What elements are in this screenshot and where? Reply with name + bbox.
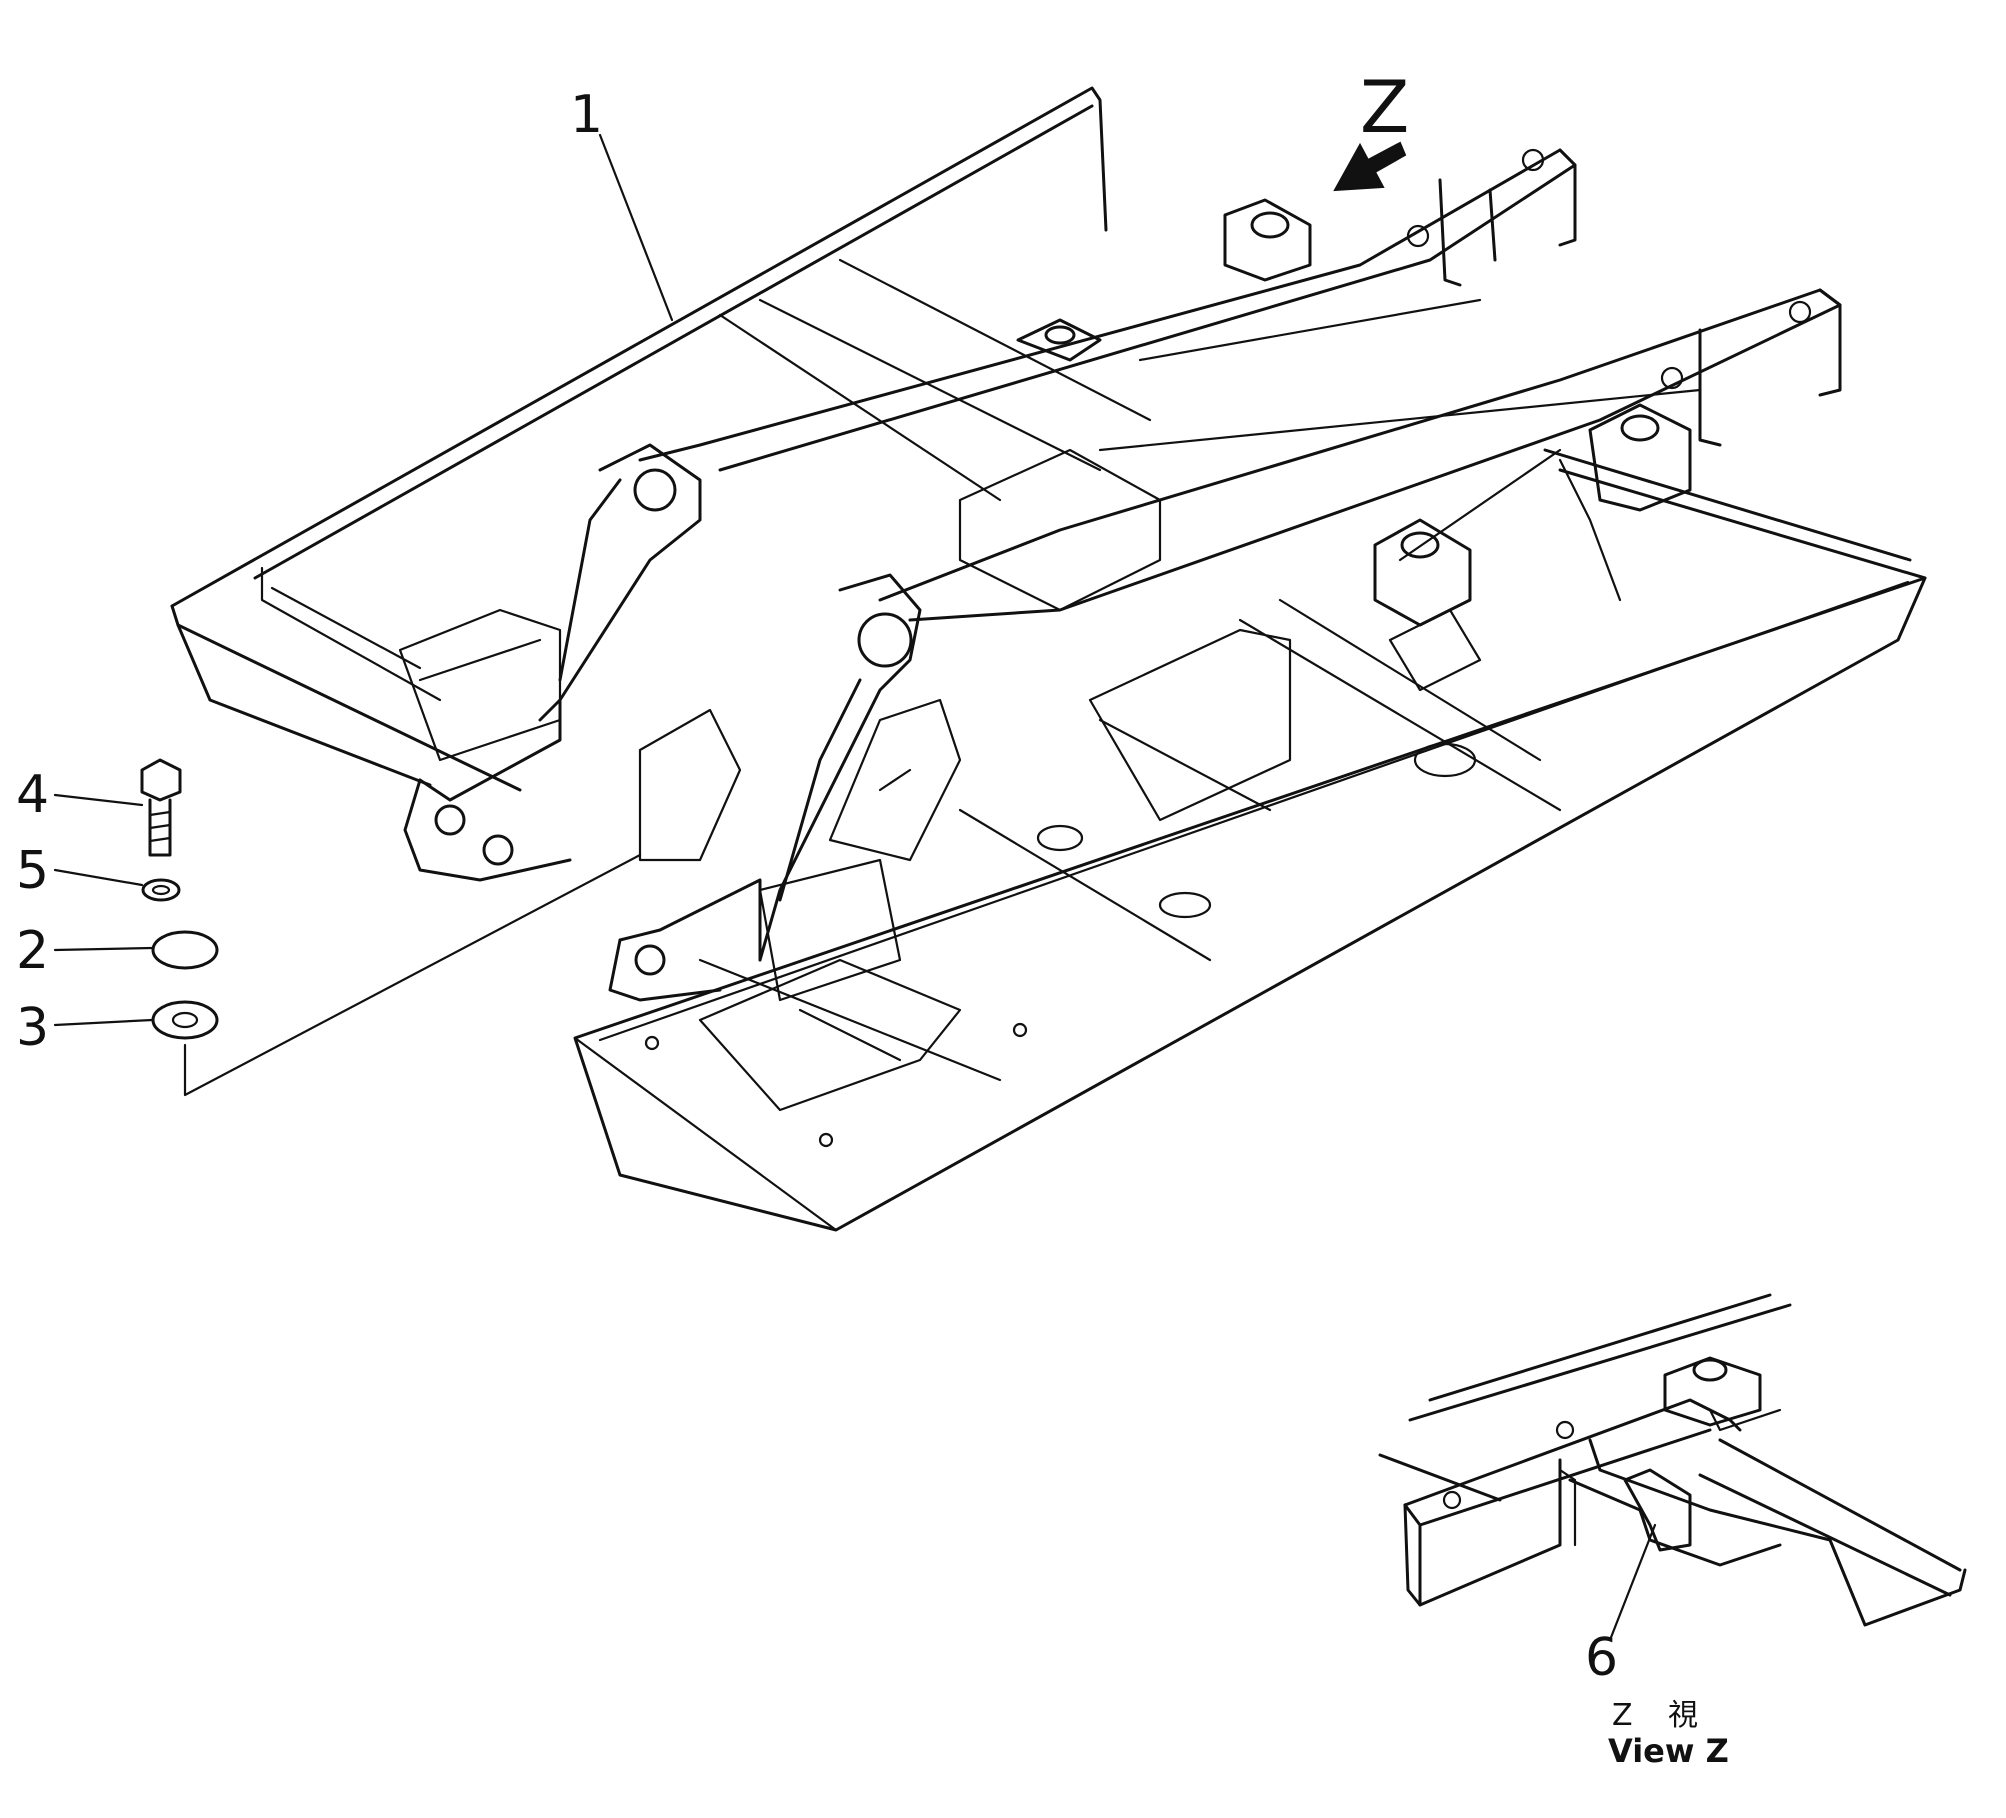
view-caption-letter: Z [1612,1698,1633,1733]
callout-5: 5 [16,841,49,901]
callout-3: 3 [16,998,49,1058]
view-caption-kanji: 視 [1668,1698,1698,1733]
washer-part-5 [141,878,181,902]
view-z-arrow [1333,141,1407,192]
callout-4: 4 [16,765,49,825]
view-z-label: Z [1360,65,1409,149]
detail-view-z [1378,1293,1967,1642]
leader-lines [53,133,674,1027]
assembly-leader [183,853,642,1097]
callout-2: 2 [16,921,49,981]
main-frame [170,86,1927,1232]
callout-1: 1 [570,85,603,145]
lift-arm-upper [403,148,1577,882]
bolt-part-4 [140,758,182,857]
lift-arm-lower [608,288,1842,1002]
mount-brackets [1016,198,1692,627]
callout-6: 6 [1585,1628,1618,1688]
view-caption-english: View Z [1608,1732,1729,1770]
gasket-part-3 [151,1000,219,1040]
cover-plate-part-2 [151,930,219,970]
